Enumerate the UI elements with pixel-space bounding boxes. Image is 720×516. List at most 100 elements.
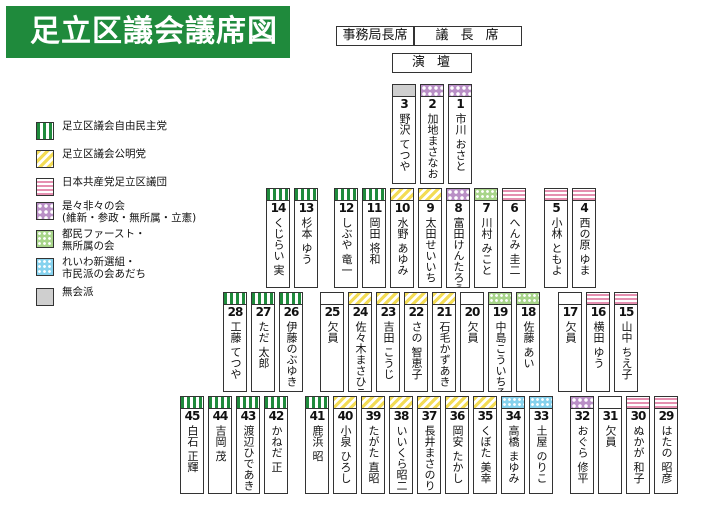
seat-member-name: 山中 ちえ子	[620, 321, 633, 380]
seat-number: 26	[283, 305, 300, 319]
seat-party-band	[363, 189, 385, 201]
seat-number: 8	[454, 201, 462, 215]
seat-number: 27	[255, 305, 272, 319]
seat-member-name: 白石 正輝	[186, 425, 199, 473]
legend-label: 都民ファースト・ 無所属の会	[62, 228, 146, 252]
seat-member-name: 吉田 こうじ	[382, 321, 395, 380]
seat-member-name: 長井まさのり	[423, 425, 436, 491]
seat-party-band	[433, 293, 455, 305]
seat-number: 24	[352, 305, 369, 319]
seat-member-name: 川村 みこと	[480, 217, 493, 276]
seat-party-band	[530, 397, 552, 409]
seat-party-band	[573, 189, 595, 201]
seat-number: 5	[552, 201, 560, 215]
seat-number: 11	[366, 201, 383, 215]
legend-label: 是々非々の会 (維新・参政・無所属・立憲)	[62, 200, 197, 224]
podium-label: 演壇	[392, 53, 472, 73]
legend-swatch	[36, 178, 54, 196]
seat-member-name: 岡田 将和	[368, 217, 381, 265]
seat-44: 44 吉岡 茂	[208, 396, 232, 494]
seat-party-band	[390, 397, 412, 409]
seat-party-band	[306, 397, 328, 409]
seat-number: 12	[338, 201, 355, 215]
seat-party-band	[421, 85, 443, 97]
seat-party-band	[377, 293, 399, 305]
seat-party-band	[224, 293, 246, 305]
seat-party-band	[267, 189, 289, 201]
seat-number: 6	[510, 201, 518, 215]
seat-number: 29	[658, 409, 675, 423]
seat-member-name: 鹿浜 昭	[311, 425, 324, 462]
seat-number: 22	[408, 305, 425, 319]
seat-party-band	[321, 293, 343, 305]
seat-number: 15	[618, 305, 635, 319]
secretary-seat-label: 事務局長席	[336, 26, 414, 46]
seat-member-name: たがた 直昭	[367, 425, 380, 484]
seat-member-name: はたの 昭彦	[660, 425, 673, 484]
seat-45: 45 白石 正輝	[180, 396, 204, 494]
legend-label: 無会派	[62, 286, 94, 298]
seat-number: 32	[574, 409, 591, 423]
seat-party-band	[280, 293, 302, 305]
seat-number: 39	[365, 409, 382, 423]
seat-number: 38	[393, 409, 410, 423]
seat-2: 2 加地まさなお	[420, 84, 444, 184]
seat-member-name: 石毛かずあき	[438, 321, 451, 387]
seat-party-band	[461, 293, 483, 305]
seat-member-name: 佐藤 あい	[522, 321, 535, 369]
seat-party-band	[489, 293, 511, 305]
seat-party-band	[559, 293, 581, 305]
seat-number: 44	[212, 409, 229, 423]
seat-party-band	[391, 189, 413, 201]
seat-party-band	[502, 397, 524, 409]
seat-member-name: 欠員	[564, 321, 577, 343]
seat-member-name: 佐々木まさひこ	[354, 321, 367, 392]
legend-label: 足立区議会公明党	[62, 148, 146, 160]
seat-party-band	[475, 189, 497, 201]
seat-party-band	[447, 189, 469, 201]
seat-number: 35	[477, 409, 494, 423]
seat-party-band	[571, 397, 593, 409]
seat-party-band	[655, 397, 677, 409]
legend-swatch	[36, 122, 54, 140]
seat-party-band	[252, 293, 274, 305]
seat-number: 2	[428, 97, 436, 111]
seat-number: 7	[482, 201, 490, 215]
seat-12: 12 しぶや 竜一	[334, 188, 358, 288]
seat-member-name: 加地まさなお	[426, 113, 439, 179]
seat-member-name: おぐら 修平	[576, 425, 589, 484]
seat-number: 1	[456, 97, 464, 111]
seat-number: 34	[505, 409, 522, 423]
seat-member-name: 吉岡 茂	[214, 425, 227, 462]
seat-member-name: 渡辺ひであき	[242, 425, 255, 491]
seat-number: 45	[184, 409, 201, 423]
seat-number: 25	[324, 305, 341, 319]
seat-party-band	[474, 397, 496, 409]
seat-number: 36	[449, 409, 466, 423]
seat-number: 31	[602, 409, 619, 423]
seat-member-name: 土屋 のりこ	[535, 425, 548, 484]
seat-member-name: しぶや 竜一	[340, 217, 353, 276]
seat-party-band	[335, 189, 357, 201]
seat-party-band	[265, 397, 287, 409]
seat-party-band	[587, 293, 609, 305]
